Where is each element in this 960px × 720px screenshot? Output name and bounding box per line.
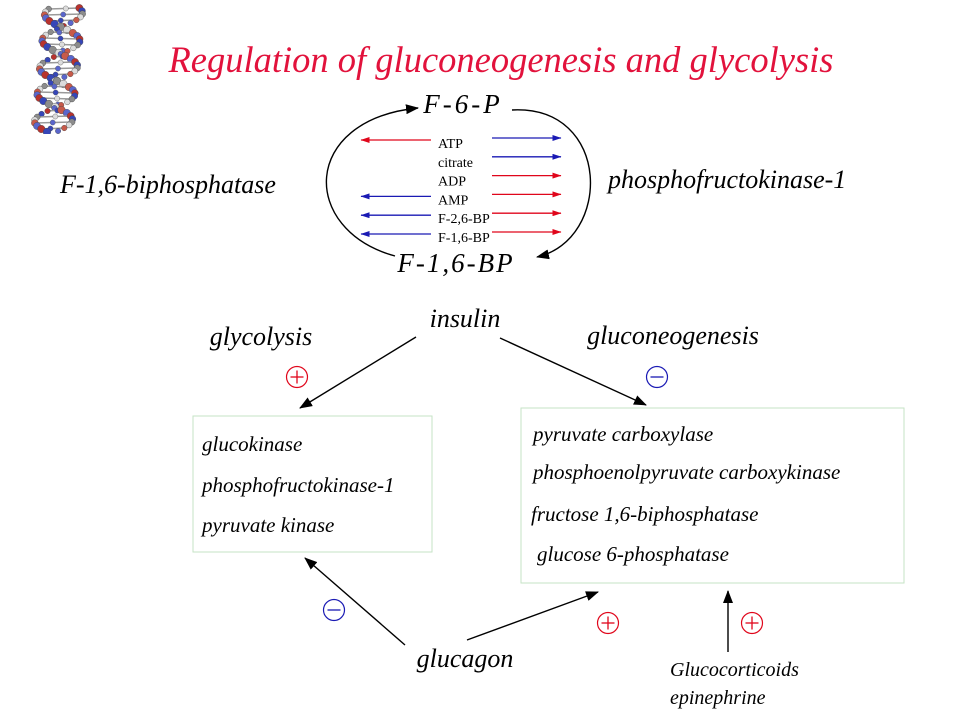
glycolysis-enzyme-item: pyruvate kinase: [200, 513, 334, 537]
sign-circle: [322, 598, 346, 622]
left-enzyme-label: F-1,6-biphosphatase: [59, 170, 276, 199]
sign-circle: [740, 611, 764, 635]
right-enzyme-label: phosphofructokinase-1: [606, 165, 846, 194]
plus-circle-icon: [740, 611, 764, 635]
glucocorticoids-label: Glucocorticoids: [670, 659, 799, 681]
dna-atom: [62, 5, 69, 12]
gluconeogenesis-enzyme-box: [520, 407, 905, 584]
effector-label: citrate: [438, 156, 473, 171]
effector-label: ADP: [438, 175, 466, 190]
sign-circle: [645, 365, 669, 389]
dna-atom: [60, 11, 67, 18]
dna-atom: [71, 67, 79, 75]
substrate-cycle: F-6-P F-1,6-BP F-1,6-biphosphatase phosp…: [59, 89, 846, 278]
dna-atom: [61, 124, 68, 132]
glycolysis-heading: glycolysis: [210, 322, 313, 351]
bottom-metabolite: F-1,6-BP: [396, 248, 514, 278]
gluconeogenesis-enzyme-item: glucose 6-phosphatase: [537, 542, 729, 566]
effector-row: F-1,6-BP: [360, 229, 562, 246]
epinephrine-label: epinephrine: [670, 687, 766, 709]
glycolysis-enzyme-box: [192, 415, 433, 553]
sign-circle: [285, 365, 309, 389]
dna-atom: [41, 82, 48, 90]
dna-atom: [56, 29, 63, 36]
dna-atom: [67, 20, 74, 26]
dna-atom: [42, 127, 52, 134]
effector-label: AMP: [438, 193, 469, 208]
glycolysis-enzyme-item: phosphofructokinase-1: [200, 473, 394, 497]
effector-label: F-1,6-BP: [438, 231, 490, 246]
dna-helix-image: [31, 4, 86, 134]
dna-atom: [61, 74, 68, 80]
slide-title: Regulation of gluconeogenesis and glycol…: [168, 39, 834, 80]
hormonal-regulation: insulin glycolysis gluconeogenesis gluco…: [192, 304, 905, 709]
gluconeogenesis-enzyme-item: phosphoenolpyruvate carboxykinase: [531, 460, 840, 484]
fbpase-arc-arrow: [325, 104, 419, 257]
plus-circle-icon: [285, 365, 309, 389]
insulin-label: insulin: [430, 304, 501, 333]
glucagon-to-glycolysis-arrow: [304, 557, 406, 646]
pfk1-arc-arrow: [511, 109, 592, 260]
dna-atom: [65, 121, 73, 129]
dna-atom: [55, 65, 61, 72]
dna-atom: [57, 59, 64, 66]
dna-atom: [57, 35, 64, 42]
effector-row: citrate: [438, 153, 562, 171]
insulin-to-glycolysis-arrow: [299, 336, 417, 409]
dna-atom: [73, 16, 80, 24]
dna-atom: [59, 41, 65, 48]
sign-circle: [596, 611, 620, 635]
effector-row: ADP: [438, 172, 562, 190]
dna-atom: [50, 54, 57, 60]
gluconeogenesis-enzyme-item: fructose 1,6-biphosphatase: [531, 502, 758, 526]
dna-atom: [74, 41, 81, 49]
dna-atom: [49, 119, 56, 126]
glycolysis-enzyme-item: glucokinase: [202, 432, 302, 456]
dna-atom: [68, 95, 76, 103]
dna-atom: [67, 70, 74, 78]
dna-atom: [44, 108, 51, 114]
top-metabolite: F-6-P: [422, 89, 502, 119]
dna-atom: [47, 28, 54, 36]
dna-atom: [64, 98, 71, 106]
dna-atom: [54, 95, 60, 102]
plus-circle-icon: [596, 611, 620, 635]
effector-row: AMP: [360, 191, 562, 208]
gluconeogenesis-heading: gluconeogenesis: [587, 321, 759, 350]
gluconeogenesis-enzyme-item: pyruvate carboxylase: [531, 422, 713, 446]
dna-atom: [70, 44, 77, 52]
effector-label: F-2,6-BP: [438, 212, 490, 227]
glucagon-label: glucagon: [417, 644, 514, 673]
insulin-to-gluconeogenesis-arrow: [499, 337, 647, 406]
dna-atom: [52, 113, 59, 120]
minus-circle-icon: [322, 598, 346, 622]
effector-label: ATP: [438, 137, 463, 152]
dna-atom: [57, 17, 64, 24]
dna-atom: [51, 83, 58, 90]
dna-atom: [55, 128, 61, 134]
glucagon-to-gluconeogenesis-arrow: [466, 591, 599, 641]
minus-circle-icon: [645, 365, 669, 389]
effector-row: ATP: [360, 135, 562, 152]
effector-row: F-2,6-BP: [360, 210, 562, 227]
dna-atom: [52, 71, 59, 78]
dna-atom: [52, 89, 59, 96]
